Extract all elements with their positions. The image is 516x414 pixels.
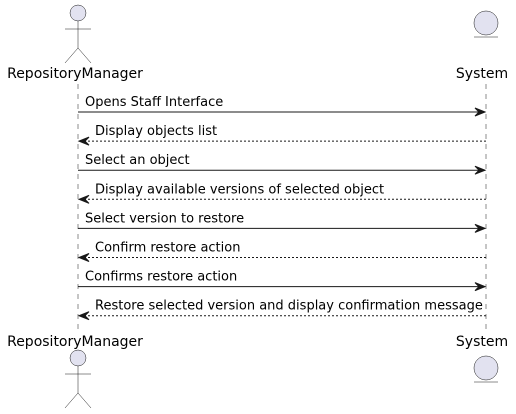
arrowhead-icon (77, 194, 90, 204)
actor-icon (64, 4, 92, 64)
arrowhead-icon (474, 223, 487, 233)
message-label: Display objects list (95, 124, 217, 139)
arrowhead-icon (474, 282, 487, 292)
arrowhead-icon (474, 165, 487, 175)
arrowhead-icon (77, 311, 90, 321)
entity-icon (473, 10, 499, 38)
actor-icon (64, 349, 92, 409)
message-label: Restore selected version and display con… (95, 299, 483, 314)
message-label: Select an object (85, 153, 190, 168)
message-label: Confirm restore action (95, 241, 240, 256)
arrowhead-icon (474, 107, 487, 117)
arrowhead-icon (77, 253, 90, 262)
actor-label-top: RepositoryManager (7, 66, 143, 82)
system-label-top: System (456, 66, 508, 82)
message-label: Select version to restore (85, 211, 244, 226)
arrowhead-icon (77, 136, 90, 146)
actor-label-bottom: RepositoryManager (7, 334, 143, 350)
system-label-bottom: System (456, 334, 508, 350)
message-label: Display available versions of selected o… (95, 182, 384, 197)
entity-icon (473, 355, 499, 383)
message-label: Confirms restore action (85, 270, 237, 285)
message-label: Opens Staff Interface (85, 95, 223, 110)
